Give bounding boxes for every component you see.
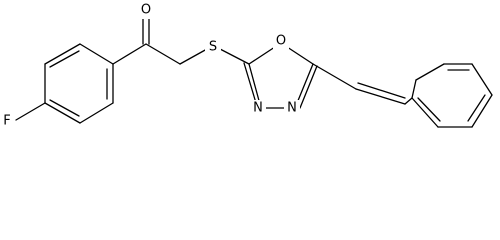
bond — [49, 99, 80, 117]
sulfur-atom-label: S — [209, 40, 217, 55]
oxadiazole-ring — [243, 42, 318, 109]
atom-label-bg — [138, 2, 154, 19]
bond — [411, 97, 439, 128]
bond — [417, 97, 441, 122]
atom-label-bg — [273, 33, 289, 50]
bond — [467, 94, 486, 122]
bond — [79, 43, 114, 65]
bond — [145, 43, 181, 65]
fluorine-atom-label: F — [3, 114, 10, 129]
bond — [219, 48, 250, 65]
bond — [44, 102, 81, 124]
bond — [471, 63, 493, 96]
bond — [411, 79, 417, 99]
atom-label-bg — [0, 112, 15, 129]
bond — [355, 88, 406, 105]
bond — [179, 48, 208, 65]
bond — [243, 62, 257, 104]
bond — [44, 43, 81, 65]
bond — [312, 63, 357, 90]
carbonyl-oxygen-label: O — [141, 3, 151, 18]
structure-diagram: F O S O N N — [0, 2, 493, 129]
atom-label-bg — [284, 100, 300, 117]
atom-label-bg — [205, 39, 221, 56]
bond — [357, 82, 406, 99]
bond — [49, 50, 80, 68]
ring-oxygen-label: O — [276, 34, 286, 49]
bond — [79, 102, 114, 124]
atom-label-bg — [250, 100, 266, 117]
bond — [415, 63, 445, 81]
bond — [471, 94, 493, 128]
bond — [112, 43, 147, 65]
nitrogen-atom-label-right: N — [287, 101, 297, 116]
fluorophenyl-ring — [44, 43, 114, 124]
bond — [15, 102, 46, 121]
phenyl-ring — [411, 63, 493, 128]
bond — [404, 97, 413, 105]
bond — [299, 65, 318, 109]
nitrogen-atom-label-left: N — [253, 101, 263, 116]
